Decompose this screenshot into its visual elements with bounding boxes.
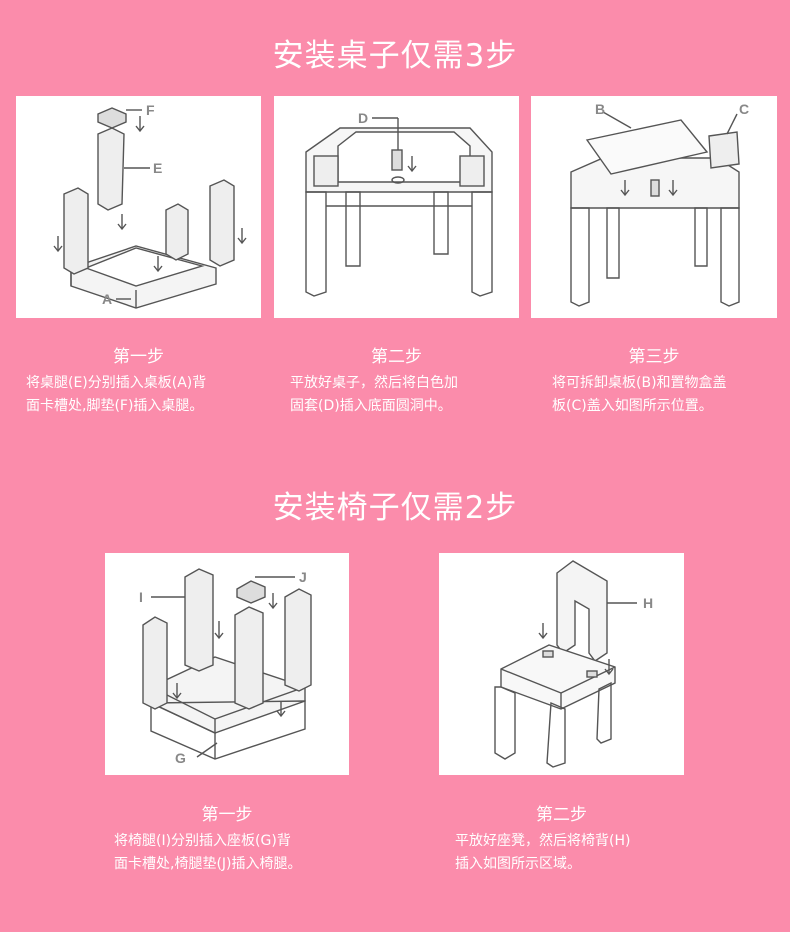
chair-step2-title: 第二步 [536, 805, 587, 825]
table-step1-desc-line2: 面卡槽处,脚垫(F)插入桌腿。 [26, 398, 204, 414]
table-step3-description: 将可拆卸桌板(B)和置物盒盖 板(C)盖入如图所示位置。 [552, 372, 784, 418]
label-i: I [139, 589, 143, 605]
table-step3-title: 第三步 [628, 347, 680, 367]
table-step3-desc-line2: 板(C)盖入如图所示位置。 [552, 398, 713, 414]
table-step2-illustration: D [274, 96, 519, 318]
label-j: J [299, 569, 307, 585]
table-step1-description: 将桌腿(E)分别插入桌板(A)背 面卡槽处,脚垫(F)插入桌腿。 [26, 372, 266, 418]
table-section-heading: 安装桌子仅需3步 [272, 38, 518, 74]
table-step2-title: 第二步 [371, 347, 422, 367]
chair-step1-title: 第一步 [201, 805, 253, 825]
label-g: G [175, 750, 186, 766]
table-step3-drawing: B C [570, 101, 749, 307]
table-step2-desc-line2: 固套(D)插入底面圆洞中。 [290, 398, 452, 414]
chair-step1-desc-line2: 面卡槽处,椅腿垫(J)插入椅腿。 [114, 856, 302, 872]
table-step2-description: 平放好桌子，然后将白色加 固套(D)插入底面圆洞中。 [290, 372, 520, 418]
chair-section-heading: 安装椅子仅需2步 [272, 490, 518, 526]
chair-step1-desc-line1: 将椅腿(I)分别插入座板(G)背 [114, 833, 291, 849]
label-a: A [102, 291, 112, 307]
chair-step2-illustration: H [439, 553, 684, 775]
table-step2-desc-line1: 平放好桌子，然后将白色加 [290, 375, 458, 391]
table-step1-title: 第一步 [113, 347, 164, 367]
chair-step2-drawing: H [494, 560, 653, 768]
table-step3-desc-line1: 将可拆卸桌板(B)和置物盒盖 [552, 375, 727, 391]
label-b: B [595, 101, 605, 117]
table-step3-illustration: B C [531, 96, 777, 318]
table-step2-drawing: D [305, 110, 493, 297]
label-f: F [146, 102, 155, 118]
table-step1-drawing: F E A [53, 102, 247, 309]
chair-step1-description: 将椅腿(I)分别插入座板(G)背 面卡槽处,椅腿垫(J)插入椅腿。 [114, 830, 364, 876]
chair-step1-illustration: I J G [105, 553, 349, 775]
table-step1-illustration: F E A [16, 96, 261, 318]
label-d: D [358, 110, 368, 126]
label-c: C [739, 101, 749, 117]
chair-step1-drawing: I J G [139, 568, 312, 766]
label-h: H [643, 595, 653, 611]
chair-step2-desc-line1: 平放好座凳，然后将椅背(H) [455, 833, 631, 849]
chair-step2-desc-line2: 插入如图所示区域。 [455, 856, 581, 872]
table-step1-desc-line1: 将桌腿(E)分别插入桌板(A)背 [26, 375, 207, 391]
chair-step2-description: 平放好座凳，然后将椅背(H) 插入如图所示区域。 [455, 830, 695, 876]
label-e: E [153, 160, 162, 176]
